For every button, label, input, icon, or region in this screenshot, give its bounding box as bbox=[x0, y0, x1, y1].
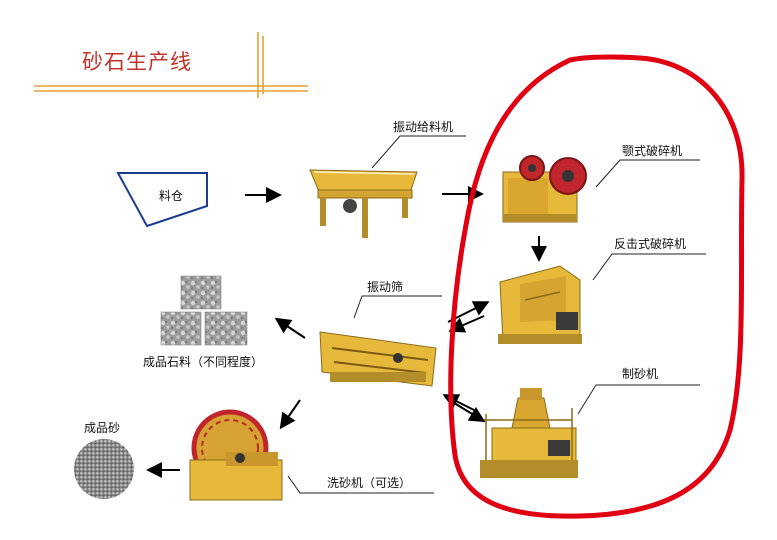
sand-sample-image bbox=[74, 439, 134, 499]
stone-label: 成品石料（不同程度） bbox=[143, 355, 264, 369]
impact-crusher-label: 反击式破碎机 bbox=[614, 237, 687, 251]
stone-samples-image bbox=[160, 275, 248, 346]
highlight-loop bbox=[448, 54, 745, 519]
jaw-crusher-image bbox=[502, 155, 587, 223]
leader-lines bbox=[287, 135, 706, 494]
washer-label: 洗砂机（可选） bbox=[327, 476, 412, 490]
header-decoration bbox=[34, 32, 308, 98]
sand-maker-label: 制砂机 bbox=[622, 367, 659, 381]
bin-label: 料仓 bbox=[159, 189, 184, 203]
sand-washer-image bbox=[189, 409, 283, 501]
sand-maker-image bbox=[480, 388, 578, 478]
page-title: 砂石生产线 bbox=[82, 50, 192, 74]
feeder-label: 振动给料机 bbox=[393, 120, 454, 134]
jaw-crusher-label: 颚式破碎机 bbox=[622, 144, 683, 158]
feeder-machine-image bbox=[309, 169, 418, 238]
vibrating-screen-image bbox=[319, 331, 437, 387]
screen-label: 振动筛 bbox=[367, 280, 404, 294]
impact-crusher-image bbox=[498, 265, 582, 344]
bin-shape bbox=[116, 172, 208, 228]
sand-label: 成品砂 bbox=[84, 421, 121, 435]
